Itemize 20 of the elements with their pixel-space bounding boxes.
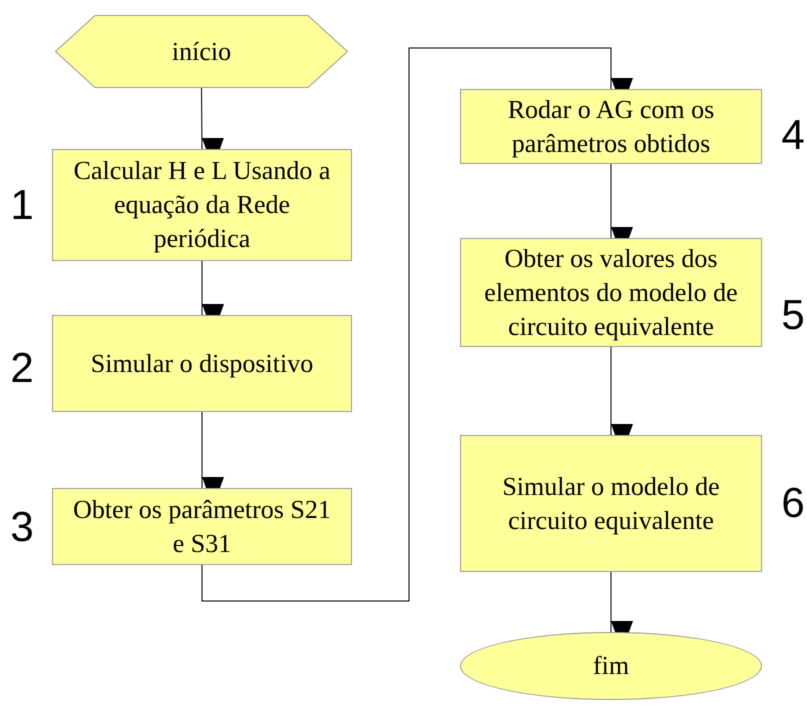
step-number: 4 xyxy=(781,114,805,156)
step-number: 3 xyxy=(10,506,34,548)
node-text: Obter os valores dos elementos do modelo de circuito equivalente xyxy=(483,242,739,342)
node-text: início xyxy=(172,36,232,68)
step-number: 5 xyxy=(781,294,805,336)
process-box xyxy=(52,149,352,261)
node-text: fim xyxy=(592,650,630,682)
process-box xyxy=(460,238,762,347)
step-number: 1 xyxy=(10,184,34,226)
process-box xyxy=(460,435,762,572)
step-number: 2 xyxy=(10,347,34,389)
process-box xyxy=(52,488,352,565)
step-number: 6 xyxy=(781,482,805,524)
node-text: Obter os parâmetros S21 e S31 xyxy=(72,494,332,560)
node-text: Simular o dispositivo xyxy=(90,348,314,380)
process-box xyxy=(52,315,352,412)
node-text: Rodar o AG com os parâmetros obtidos xyxy=(506,94,716,160)
node-text: Calcular H e L Usando a equação da Rede periódica xyxy=(72,155,332,255)
process-box xyxy=(460,89,762,164)
node-text: Simular o modelo de circuito equivalente xyxy=(501,470,721,536)
